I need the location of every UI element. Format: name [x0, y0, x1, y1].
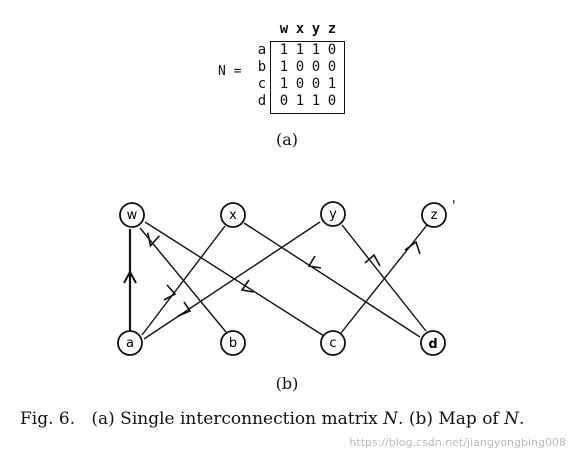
matrix-cell: 0 [295, 59, 305, 75]
matrix-name: N = [218, 64, 242, 79]
figure-caption-n2: N [504, 409, 520, 429]
caption-a: (a) [275, 130, 299, 149]
arrowhead [177, 301, 192, 317]
matrix-cell: 0 [279, 93, 289, 109]
matrix-cell: 0 [327, 93, 337, 109]
matrix-cell: 1 [295, 42, 305, 58]
caption-b: (b) [275, 374, 299, 393]
node-d: d [420, 330, 446, 356]
arrowhead [123, 269, 137, 284]
svg-text:d: d [428, 337, 437, 352]
arrowhead [307, 255, 322, 269]
matrix-cell: 0 [327, 59, 337, 75]
figure-caption-part2: . (b) Map of [398, 409, 499, 429]
edge-d-y [341, 224, 427, 332]
node-a: a [117, 330, 143, 356]
arrowhead [240, 279, 255, 293]
svg-text:b: b [229, 336, 237, 351]
node-c: c [320, 330, 346, 356]
svg-text:y: y [329, 207, 337, 222]
edge-c-w [144, 221, 325, 337]
matrix-col-y: y [311, 21, 321, 37]
matrix-cell: 1 [327, 76, 337, 92]
node-x: x [220, 202, 246, 228]
matrix-row-d: d [257, 93, 267, 109]
svg-text:a: a [126, 336, 134, 351]
node-z: z ' [421, 199, 456, 228]
matrix-cell: 1 [279, 76, 289, 92]
svg-text:z: z [431, 208, 438, 223]
edge-d-x [243, 222, 421, 338]
node-y: y [320, 201, 346, 227]
arrowhead [364, 253, 381, 267]
svg-text:c: c [329, 336, 336, 351]
node-b: b [220, 330, 246, 356]
edge-group [123, 221, 428, 340]
svg-text:x: x [229, 208, 237, 223]
matrix-col-w: w [279, 21, 289, 37]
matrix-row-c: c [257, 76, 267, 92]
watermark: https://blog.csdn.net/jiangyongbing008 [349, 436, 566, 449]
matrix-cell: 0 [295, 76, 305, 92]
z-prime-mark: ' [452, 199, 456, 214]
matrix-cell: 1 [279, 42, 289, 58]
figure-number: Fig. 6. [20, 409, 76, 429]
matrix-cell: 1 [311, 93, 321, 109]
matrix-cell: 1 [311, 42, 321, 58]
edge-a-y [143, 221, 321, 340]
figure-caption-n1: N [383, 409, 399, 429]
matrix-col-z: z [327, 21, 337, 37]
matrix-bracket [270, 41, 345, 114]
matrix-cell: 0 [311, 59, 321, 75]
figure-caption-end: . [519, 409, 525, 429]
matrix-cell: 1 [295, 93, 305, 109]
figure-caption: Fig. 6. (a) Single interconnection matri… [20, 409, 524, 429]
matrix-cell: 0 [327, 42, 337, 58]
arrowhead [146, 232, 160, 248]
arrowhead [163, 284, 177, 301]
figure-caption-part1: (a) Single interconnection matrix [91, 409, 378, 429]
arrowhead [404, 240, 421, 255]
matrix-row-b: b [257, 59, 267, 75]
matrix-cell: 0 [311, 76, 321, 92]
node-w: w [119, 202, 145, 228]
matrix-col-x: x [295, 21, 305, 37]
matrix-cell: 1 [279, 59, 289, 75]
edge-b-w [139, 227, 227, 333]
matrix-row-a: a [257, 42, 267, 58]
svg-text:w: w [127, 208, 138, 223]
